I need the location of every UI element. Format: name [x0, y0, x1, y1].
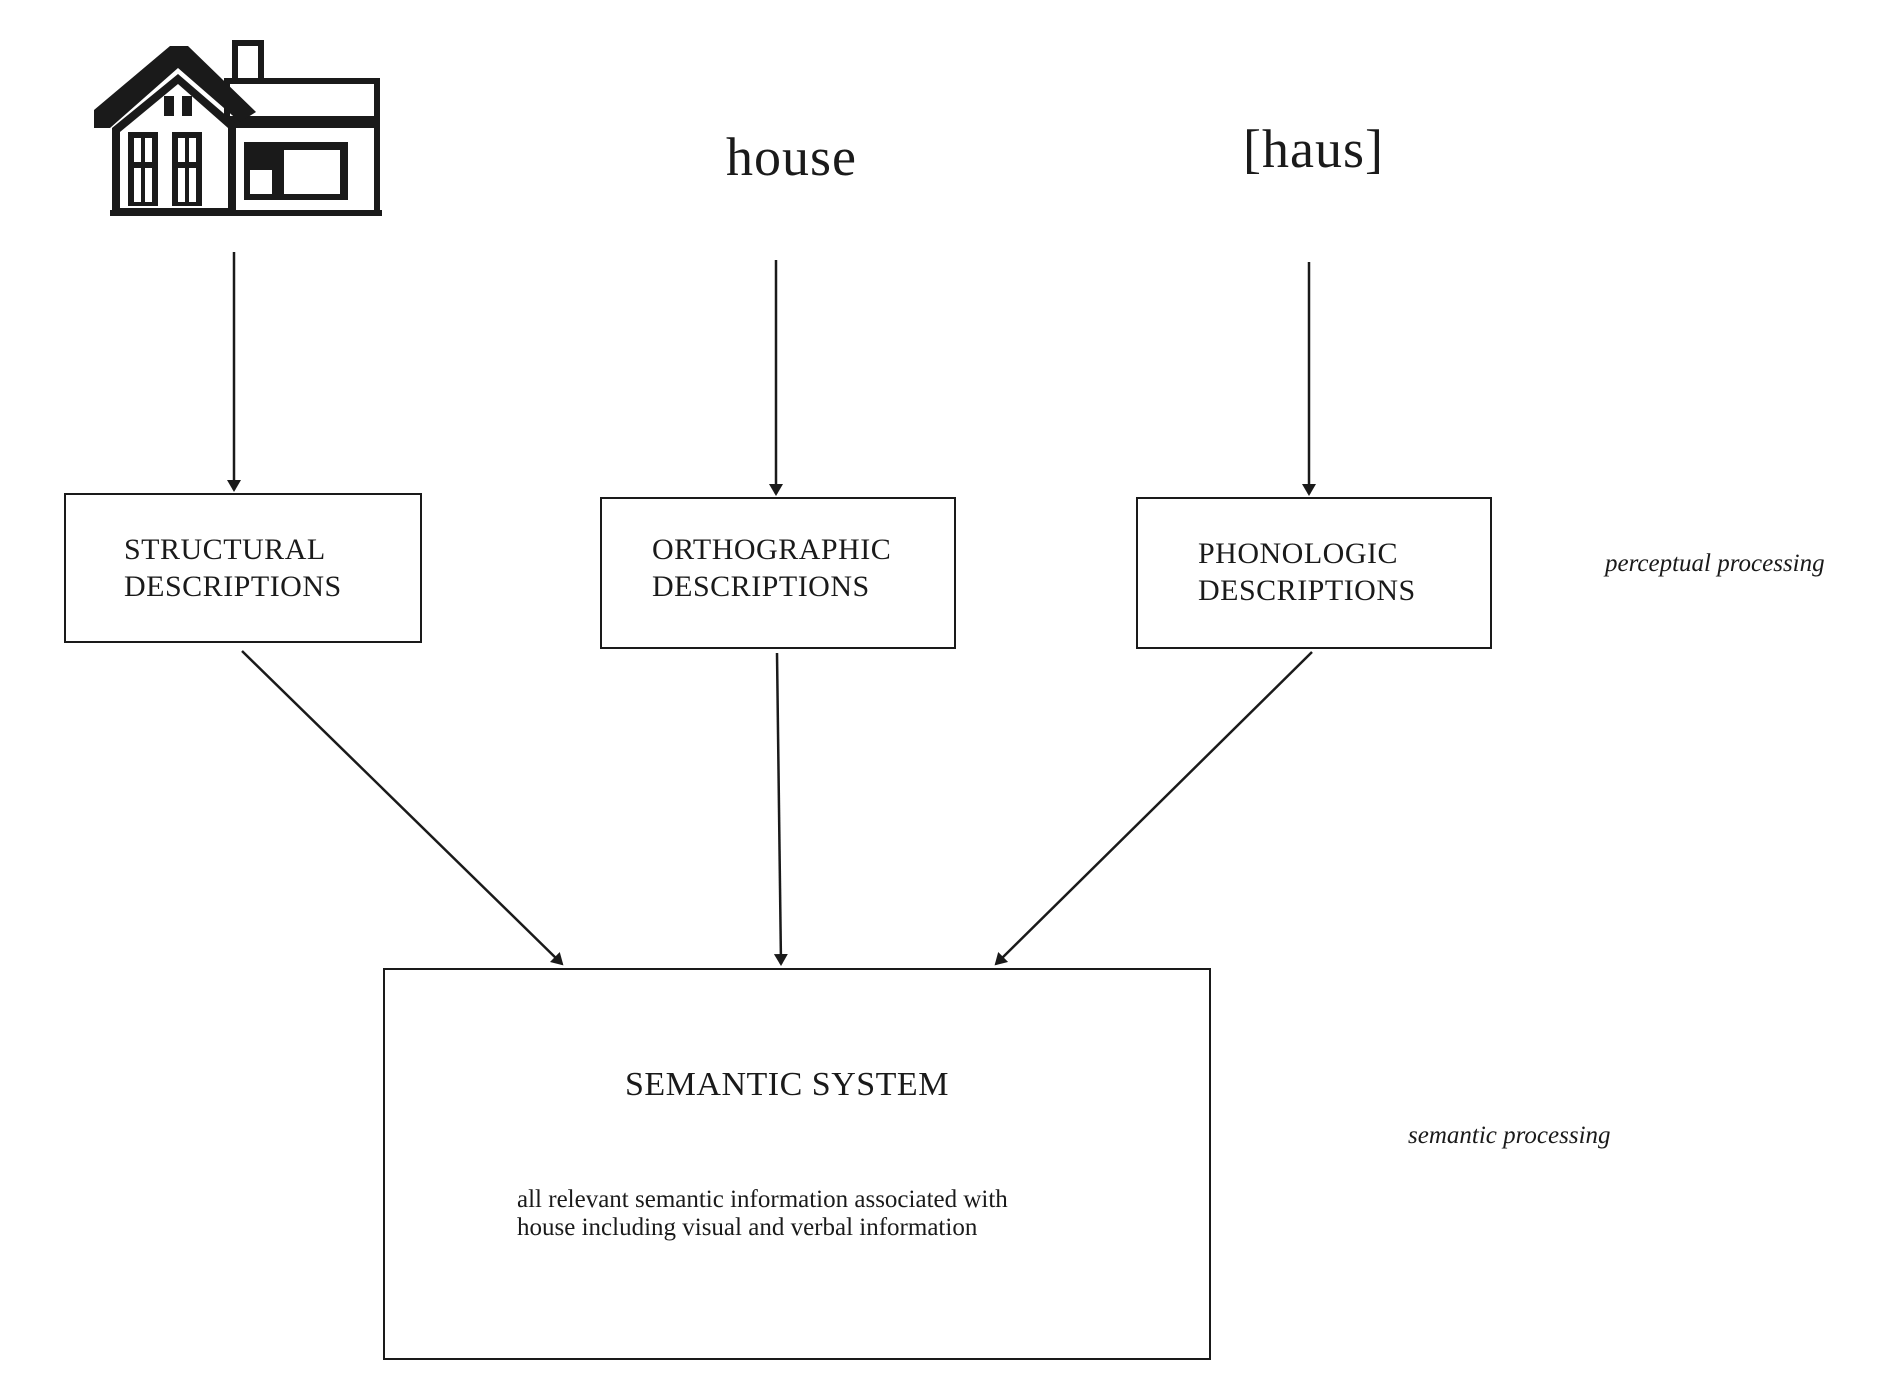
phonologic-label-line1: PHONOLOGIC [1198, 537, 1398, 570]
phonologic-descriptions-label: PHONOLOGIC DESCRIPTIONS [1198, 535, 1416, 609]
semantic-system-description: all relevant semantic information associ… [517, 1186, 1008, 1242]
semantic-desc-line2: house including visual and verbal inform… [517, 1214, 978, 1241]
structural-label-line2: DESCRIPTIONS [124, 570, 342, 603]
orthographic-label-line2: DESCRIPTIONS [652, 570, 870, 603]
semantic-system-box: SEMANTIC SYSTEM all relevant semantic in… [383, 968, 1211, 1360]
phonologic-descriptions-box: PHONOLOGIC DESCRIPTIONS [1136, 497, 1492, 649]
arrow-structural-to-semantic [241, 650, 564, 966]
orthographic-stimulus: house [726, 127, 857, 187]
phonologic-label-line2: DESCRIPTIONS [1198, 574, 1416, 607]
semantic-processing-label: semantic processing [1408, 1122, 1611, 1149]
structural-descriptions-box: STRUCTURAL DESCRIPTIONS [64, 493, 422, 643]
arrow-orthographic-to-semantic [773, 652, 788, 966]
semantic-desc-line1: all relevant semantic information associ… [517, 1186, 1008, 1213]
structural-descriptions-label: STRUCTURAL DESCRIPTIONS [124, 531, 342, 605]
orthographic-descriptions-box: ORTHOGRAPHIC DESCRIPTIONS [600, 497, 956, 649]
structural-label-line1: STRUCTURAL [124, 533, 326, 566]
house-icon [94, 40, 382, 216]
orthographic-label-line1: ORTHOGRAPHIC [652, 533, 892, 566]
perceptual-processing-label: perceptual processing [1605, 550, 1825, 577]
phonologic-stimulus: [haus] [1243, 119, 1384, 179]
orthographic-descriptions-label: ORTHOGRAPHIC DESCRIPTIONS [652, 531, 891, 605]
semantic-system-title: SEMANTIC SYSTEM [625, 1066, 949, 1103]
arrow-phonologic-to-semantic [994, 651, 1313, 966]
